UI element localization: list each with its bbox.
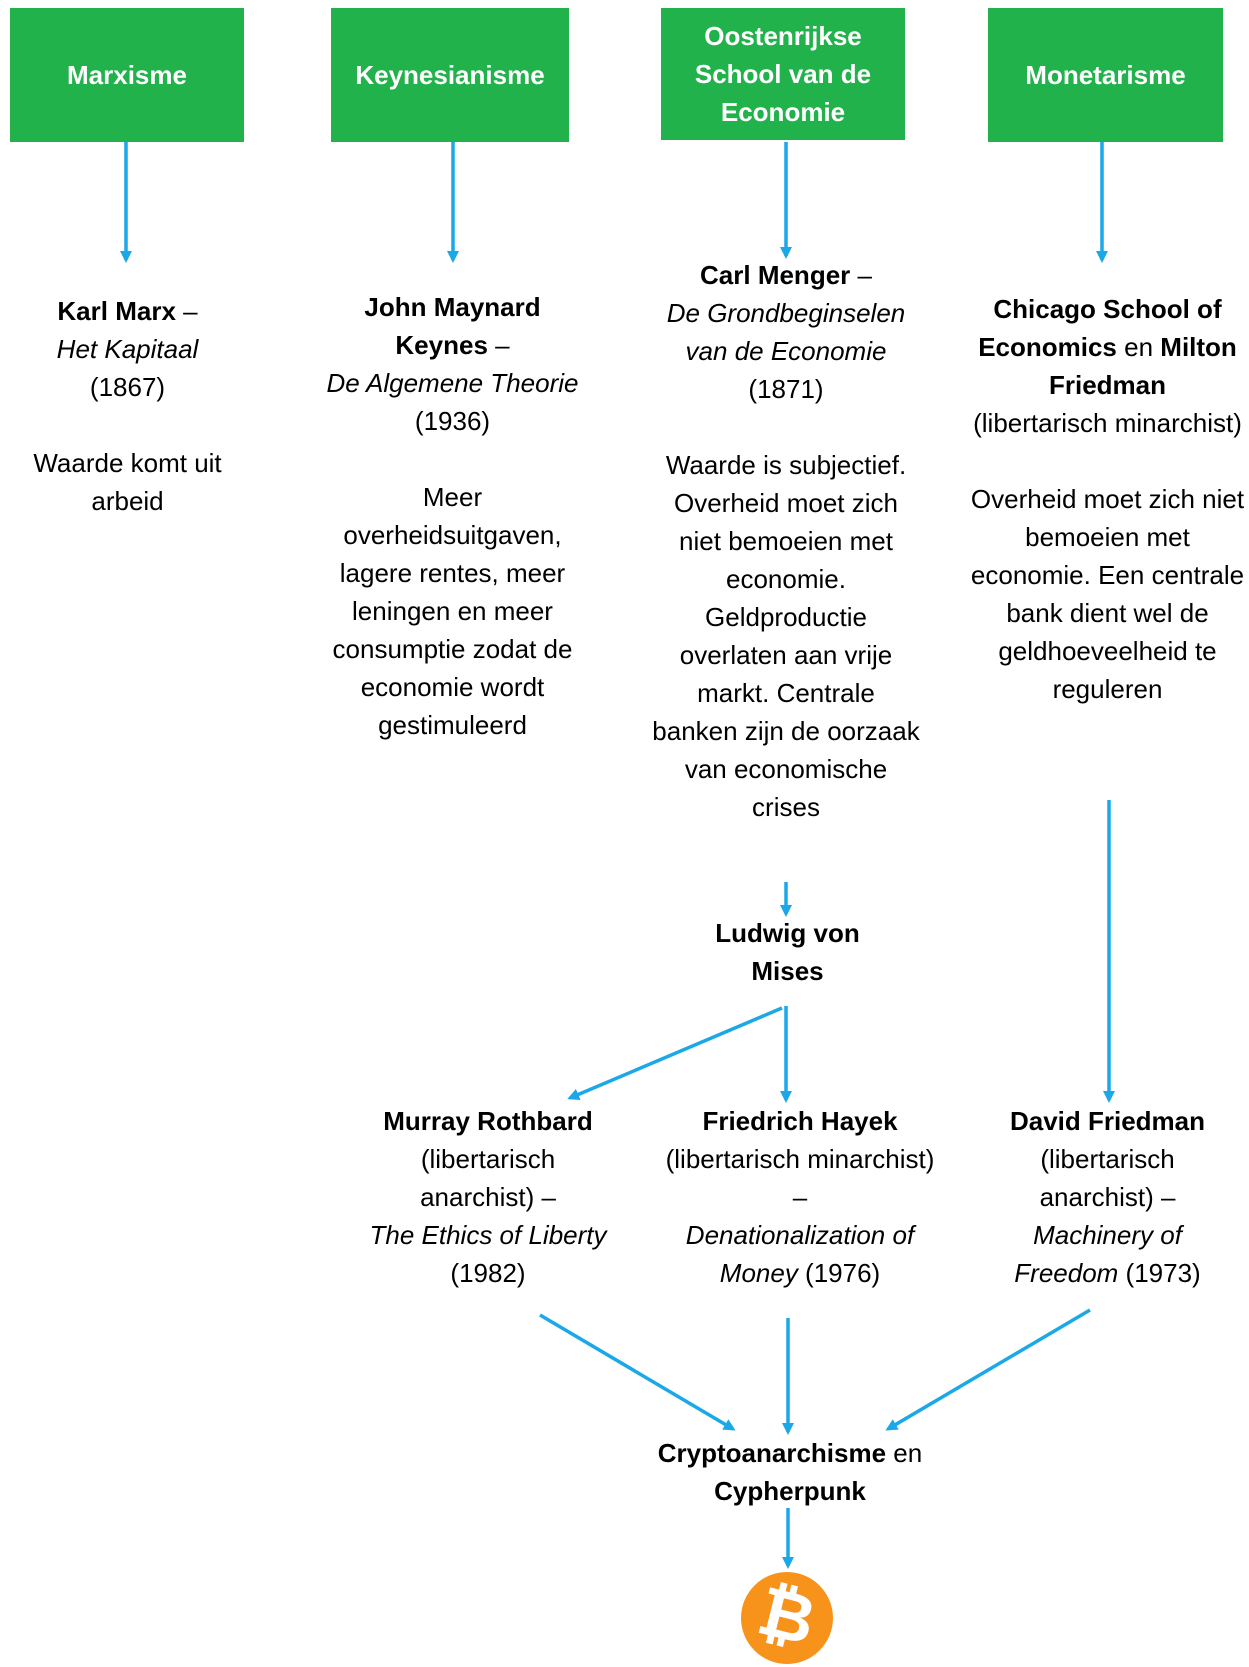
school-austrian: Oostenrijkse School van de Economie — [661, 8, 905, 140]
bitcoin-symbol: ₿ — [750, 1570, 824, 1662]
chicago-note: (libertarisch minarchist) — [973, 408, 1242, 438]
marx-work: Het Kapitaal — [56, 334, 199, 364]
dfriedman-work: Machinery of Freedom — [1014, 1220, 1182, 1288]
school-keynesianism-label: Keynesianisme — [355, 60, 545, 90]
keynes-name: John Maynard Keynes — [364, 292, 541, 360]
marx-dash: – — [175, 296, 198, 326]
keynes-year: (1936) — [414, 406, 491, 436]
keynes-dash: – — [487, 330, 510, 360]
menger-year: (1871) — [748, 374, 824, 404]
school-monetarism-label: Monetarisme — [1025, 60, 1186, 90]
keynes-work: De Algemene Theorie — [326, 368, 579, 398]
mises-name: Ludwig von Mises — [715, 918, 860, 986]
rothbard-year: (1982) — [450, 1258, 526, 1288]
hayek-note: (libertarisch minarchist) – — [665, 1144, 935, 1212]
marx-name: Karl Marx — [57, 296, 176, 326]
dfriedman-note: (libertarisch anarchist) – — [1039, 1144, 1176, 1212]
chicago-name2: Milton Friedman — [1048, 332, 1237, 400]
marx-summary: Waarde komt uit arbeid — [33, 448, 222, 516]
menger-name: Carl Menger — [700, 260, 851, 290]
arrow-dfriedman-to-crypto — [885, 1308, 1091, 1431]
crypto-joiner: en — [886, 1438, 923, 1468]
node-rothbard: Murray Rothbard (libertarisch anarchist)… — [368, 1102, 608, 1292]
chicago-joiner: en — [1116, 332, 1161, 362]
node-marx: Karl Marx – Het Kapitaal (1867) Waarde k… — [25, 292, 230, 520]
menger-dash: – — [850, 260, 872, 290]
node-dfriedman: David Friedman (libertarisch anarchist) … — [985, 1102, 1230, 1292]
dfriedman-name: David Friedman — [1009, 1106, 1206, 1136]
node-keynes: John Maynard Keynes – De Algemene Theori… — [325, 288, 580, 744]
node-menger: Carl Menger – De Grondbeginselen van de … — [652, 256, 920, 826]
rothbard-name: Murray Rothbard — [383, 1106, 593, 1136]
chicago-summary: Overheid moet zich niet bemoeien met eco… — [970, 484, 1245, 704]
hayek-name: Friedrich Hayek — [702, 1106, 898, 1136]
node-chicago: Chicago School of Economics en Milton Fr… — [970, 290, 1245, 708]
hayek-year: (1976) — [797, 1258, 881, 1288]
arrow-rothbard-to-crypto — [539, 1313, 736, 1431]
school-austrian-label: Oostenrijkse School van de Economie — [694, 21, 872, 127]
arrow-mises-to-rothbard — [567, 1006, 783, 1101]
bitcoin-icon: ₿ — [741, 1570, 833, 1664]
school-marxism-label: Marxisme — [67, 60, 187, 90]
marx-year: (1867) — [89, 372, 166, 402]
hayek-work: Denationalization of Money — [685, 1220, 915, 1288]
menger-summary: Waarde is subjectief. Overheid moet zich… — [652, 450, 920, 822]
school-marxism: Marxisme — [10, 8, 244, 142]
school-keynesianism: Keynesianisme — [331, 8, 569, 142]
rothbard-note: (libertarisch anarchist) – — [420, 1144, 556, 1212]
dfriedman-year: (1973) — [1118, 1258, 1201, 1288]
keynes-summary: Meer overheidsuitgaven, lagere rentes, m… — [332, 482, 573, 740]
crypto-name1: Cryptoanarchisme — [657, 1438, 887, 1468]
crypto-name2: Cypherpunk — [714, 1476, 866, 1506]
school-monetarism: Monetarisme — [988, 8, 1223, 142]
chicago-name1: Chicago School of Economics — [978, 294, 1222, 362]
node-mises: Ludwig von Mises — [690, 914, 885, 990]
rothbard-work: The Ethics of Liberty — [369, 1220, 607, 1250]
node-hayek: Friedrich Hayek (libertarisch minarchist… — [660, 1102, 940, 1292]
node-crypto: Cryptoanarchisme en Cypherpunk — [640, 1434, 940, 1510]
menger-work: De Grondbeginselen van de Economie — [666, 298, 906, 366]
